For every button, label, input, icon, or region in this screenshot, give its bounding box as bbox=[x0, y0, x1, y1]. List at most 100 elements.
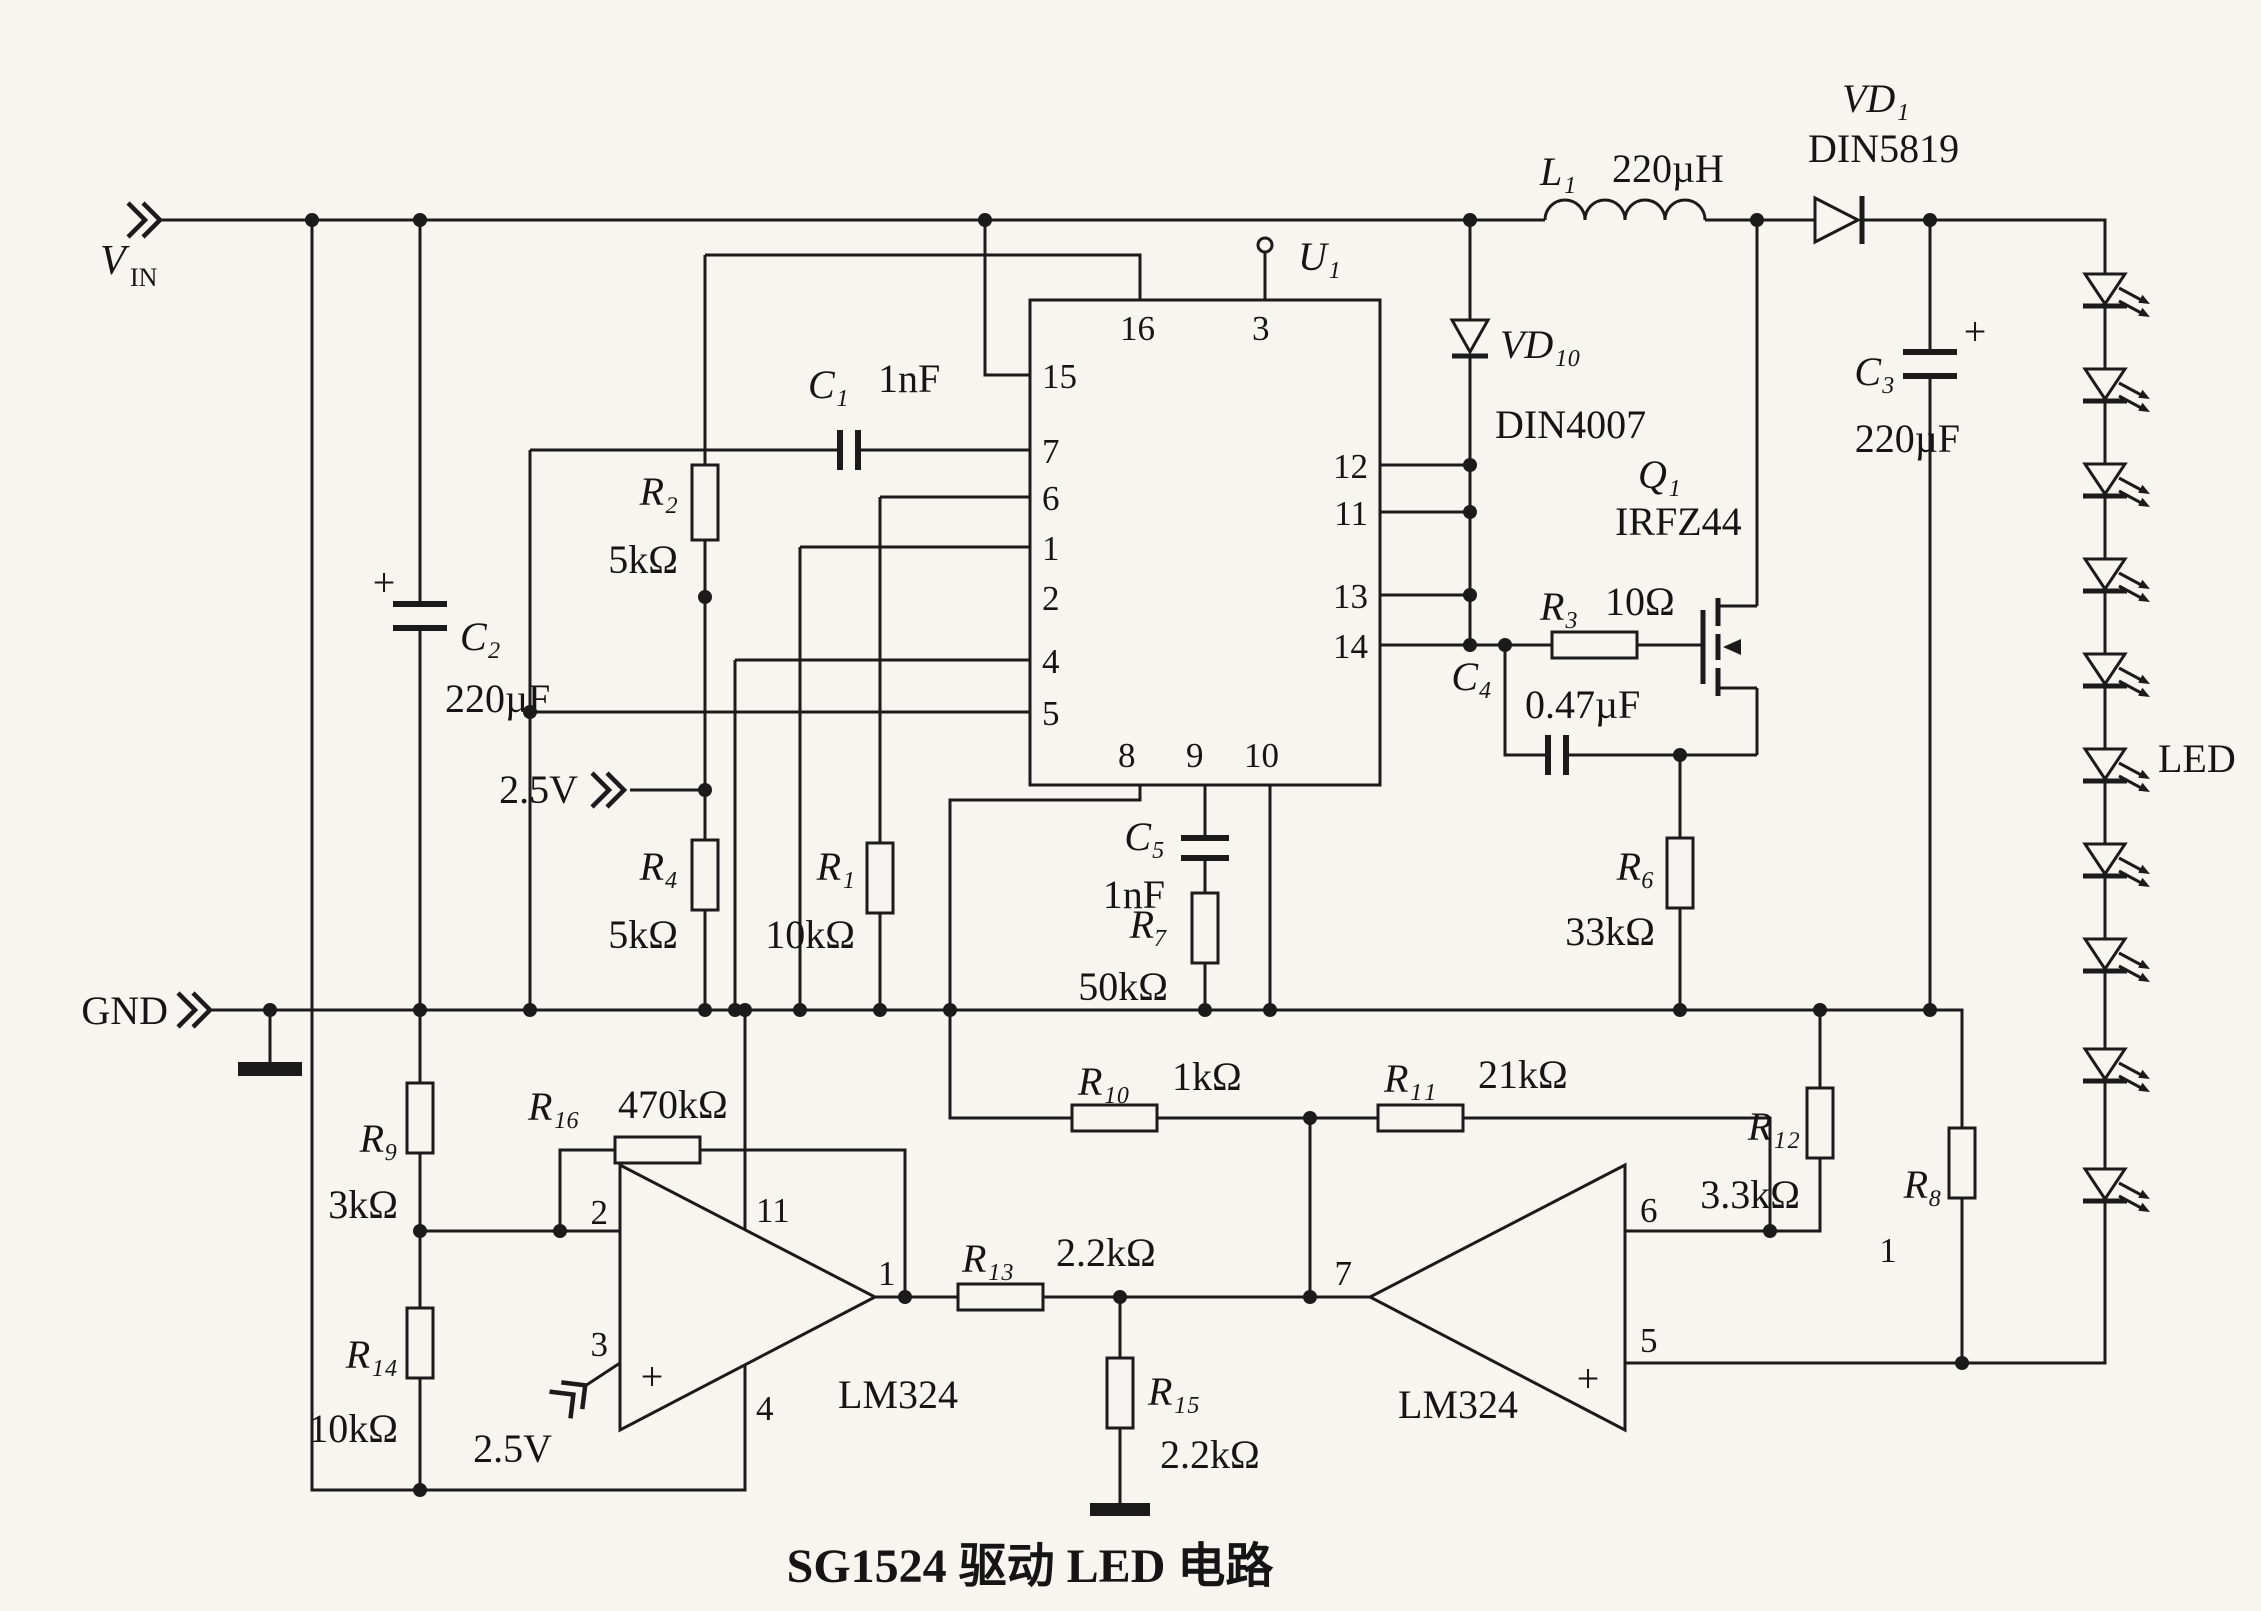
opamp1-pin1: 1 bbox=[878, 1254, 896, 1293]
diode-vd10: VD₁₀ DIN4007 bbox=[1449, 318, 1646, 447]
opamp1-pin4: 4 bbox=[756, 1389, 774, 1428]
r3-value: 10Ω bbox=[1605, 579, 1675, 624]
annotation-1: 1 bbox=[1879, 1231, 1897, 1270]
c3-name: C₃ bbox=[1854, 349, 1895, 394]
r14-name: R₁₄ bbox=[345, 1332, 398, 1377]
q1-part: IRFZ44 bbox=[1615, 499, 1742, 544]
u1-pin2: 2 bbox=[1042, 579, 1060, 618]
r7-name: R₇ bbox=[1129, 902, 1168, 947]
u1-pin7: 7 bbox=[1042, 432, 1060, 471]
r15-value: 2.2kΩ bbox=[1160, 1432, 1260, 1477]
opamp2-pin5: 5 bbox=[1640, 1321, 1658, 1360]
r11-name: R₁₁ bbox=[1383, 1056, 1436, 1101]
ref25v-top-label: 2.5V bbox=[499, 767, 578, 812]
u1-pin3: 3 bbox=[1252, 309, 1270, 348]
ic-u1-pin3-terminal bbox=[1256, 236, 1274, 254]
r3-name: R₃ bbox=[1539, 584, 1578, 629]
vd1-name: VD₁ bbox=[1842, 76, 1909, 121]
ic-u1-body bbox=[1028, 298, 1382, 787]
resistor-r7: R₇ 50kΩ bbox=[1078, 891, 1220, 1009]
capacitor-c5: C₅ 1nF bbox=[1103, 814, 1229, 917]
capacitor-c1: C₁ 1nF bbox=[808, 356, 940, 470]
capacitor-c2: + C₂ 220µF bbox=[373, 560, 551, 721]
u1-pin6: 6 bbox=[1042, 479, 1060, 518]
l1-value: 220µH bbox=[1612, 146, 1724, 191]
capacitor-c4: C₄ 0.47µF bbox=[1451, 654, 1640, 775]
u1-pin14: 14 bbox=[1333, 627, 1368, 666]
ground-symbol-left bbox=[238, 1062, 302, 1076]
transistor-q1-mosfet: Q₁ IRFZ44 bbox=[1615, 452, 1742, 696]
c2-name: C₂ bbox=[460, 614, 501, 659]
c5-name: C₅ bbox=[1124, 814, 1165, 859]
ic-u1-label: U₁ bbox=[1298, 234, 1341, 279]
ref25v-bottom-arrow-icon bbox=[550, 1372, 596, 1418]
r10-value: 1kΩ bbox=[1172, 1054, 1242, 1099]
opamp1-plus-sign: + bbox=[641, 1354, 664, 1399]
r1-value: 10kΩ bbox=[765, 912, 855, 957]
r9-name: R₉ bbox=[359, 1116, 398, 1161]
opamp2-pin7: 7 bbox=[1335, 1254, 1353, 1293]
opamp1-part-label: LM324 bbox=[838, 1372, 958, 1417]
diode-vd1: VD₁ DIN5819 bbox=[1808, 76, 1959, 245]
opamp2-plus-sign: + bbox=[1577, 1356, 1600, 1401]
ground-symbol-r15 bbox=[1090, 1503, 1150, 1516]
resistor-r4: R₄ 5kΩ bbox=[608, 838, 720, 957]
q1-name: Q₁ bbox=[1638, 452, 1681, 497]
u1-pin9: 9 bbox=[1186, 736, 1204, 775]
r11-value: 21kΩ bbox=[1478, 1052, 1568, 1097]
c3-polarity: + bbox=[1964, 309, 1987, 354]
resistor-r1: R₁ 10kΩ bbox=[765, 841, 895, 957]
gnd-input-arrow-icon bbox=[178, 993, 210, 1027]
resistor-r12: R₁₂ 3.3kΩ bbox=[1700, 1086, 1835, 1217]
resistor-r6: R₆ 33kΩ bbox=[1565, 836, 1695, 954]
opamp2-pin6: 6 bbox=[1640, 1191, 1658, 1230]
resistor-r2: R₂ 5kΩ bbox=[608, 463, 720, 582]
vd10-name: VD₁₀ bbox=[1500, 322, 1581, 367]
vd10-part: DIN4007 bbox=[1495, 402, 1646, 447]
wires-top-rail-and-left bbox=[160, 218, 2107, 1492]
c1-value: 1nF bbox=[878, 356, 940, 401]
vd1-part: DIN5819 bbox=[1808, 126, 1959, 171]
c4-name: C₄ bbox=[1451, 654, 1492, 699]
u1-pin11: 11 bbox=[1334, 494, 1368, 533]
ref25v-top-arrow-icon bbox=[592, 773, 624, 807]
u1-pin12: 12 bbox=[1333, 447, 1368, 486]
u1-pin15: 15 bbox=[1042, 357, 1077, 396]
resistor-r16: R₁₆ 470kΩ bbox=[527, 1082, 728, 1165]
u1-pin8: 8 bbox=[1118, 736, 1136, 775]
opamp1-pin3: 3 bbox=[591, 1325, 609, 1364]
q1-arrow bbox=[1723, 639, 1741, 655]
r15-name: R₁₅ bbox=[1147, 1369, 1200, 1414]
resistor-r3: R₃ 10Ω bbox=[1539, 579, 1675, 660]
led-string: LED bbox=[2083, 274, 2236, 1212]
c1-name: C₁ bbox=[808, 362, 849, 407]
r2-value: 5kΩ bbox=[608, 537, 678, 582]
r4-name: R₄ bbox=[639, 844, 678, 889]
resistor-r10: R₁₀ 1kΩ bbox=[1070, 1054, 1242, 1133]
ic-u1-sg1524: U₁ 16 3 15 7 6 1 2 4 5 8 9 10 12 11 13 1… bbox=[1028, 234, 1382, 787]
resistor-r15: R₁₅ 2.2kΩ bbox=[1105, 1356, 1260, 1477]
r9-value: 3kΩ bbox=[328, 1182, 398, 1227]
l1-name: L₁ bbox=[1539, 149, 1576, 194]
c5-value: 1nF bbox=[1103, 872, 1165, 917]
ref25v-bottom-label: 2.5V bbox=[473, 1426, 552, 1471]
r16-name: R₁₆ bbox=[527, 1084, 580, 1129]
led-string-label: LED bbox=[2158, 736, 2236, 781]
junction-dots bbox=[263, 213, 1969, 1497]
vin-input-arrow-icon bbox=[128, 203, 160, 237]
u1-pin10: 10 bbox=[1244, 736, 1279, 775]
vin-label-sub: IN bbox=[130, 263, 158, 292]
opamp2-part-label: LM324 bbox=[1398, 1382, 1518, 1427]
r16-value: 470kΩ bbox=[618, 1082, 728, 1127]
r6-name: R₆ bbox=[1616, 844, 1655, 889]
vin-label: V bbox=[100, 238, 130, 284]
opamp2-lm324: + 7 6 5 LM324 bbox=[1335, 1162, 1658, 1433]
u1-pin5: 5 bbox=[1042, 694, 1060, 733]
r8-name: R₈ bbox=[1903, 1162, 1942, 1207]
resistor-r11: R₁₁ 21kΩ bbox=[1376, 1052, 1568, 1133]
r4-value: 5kΩ bbox=[608, 912, 678, 957]
u1-pin13: 13 bbox=[1333, 577, 1368, 616]
r7-value: 50kΩ bbox=[1078, 964, 1168, 1009]
